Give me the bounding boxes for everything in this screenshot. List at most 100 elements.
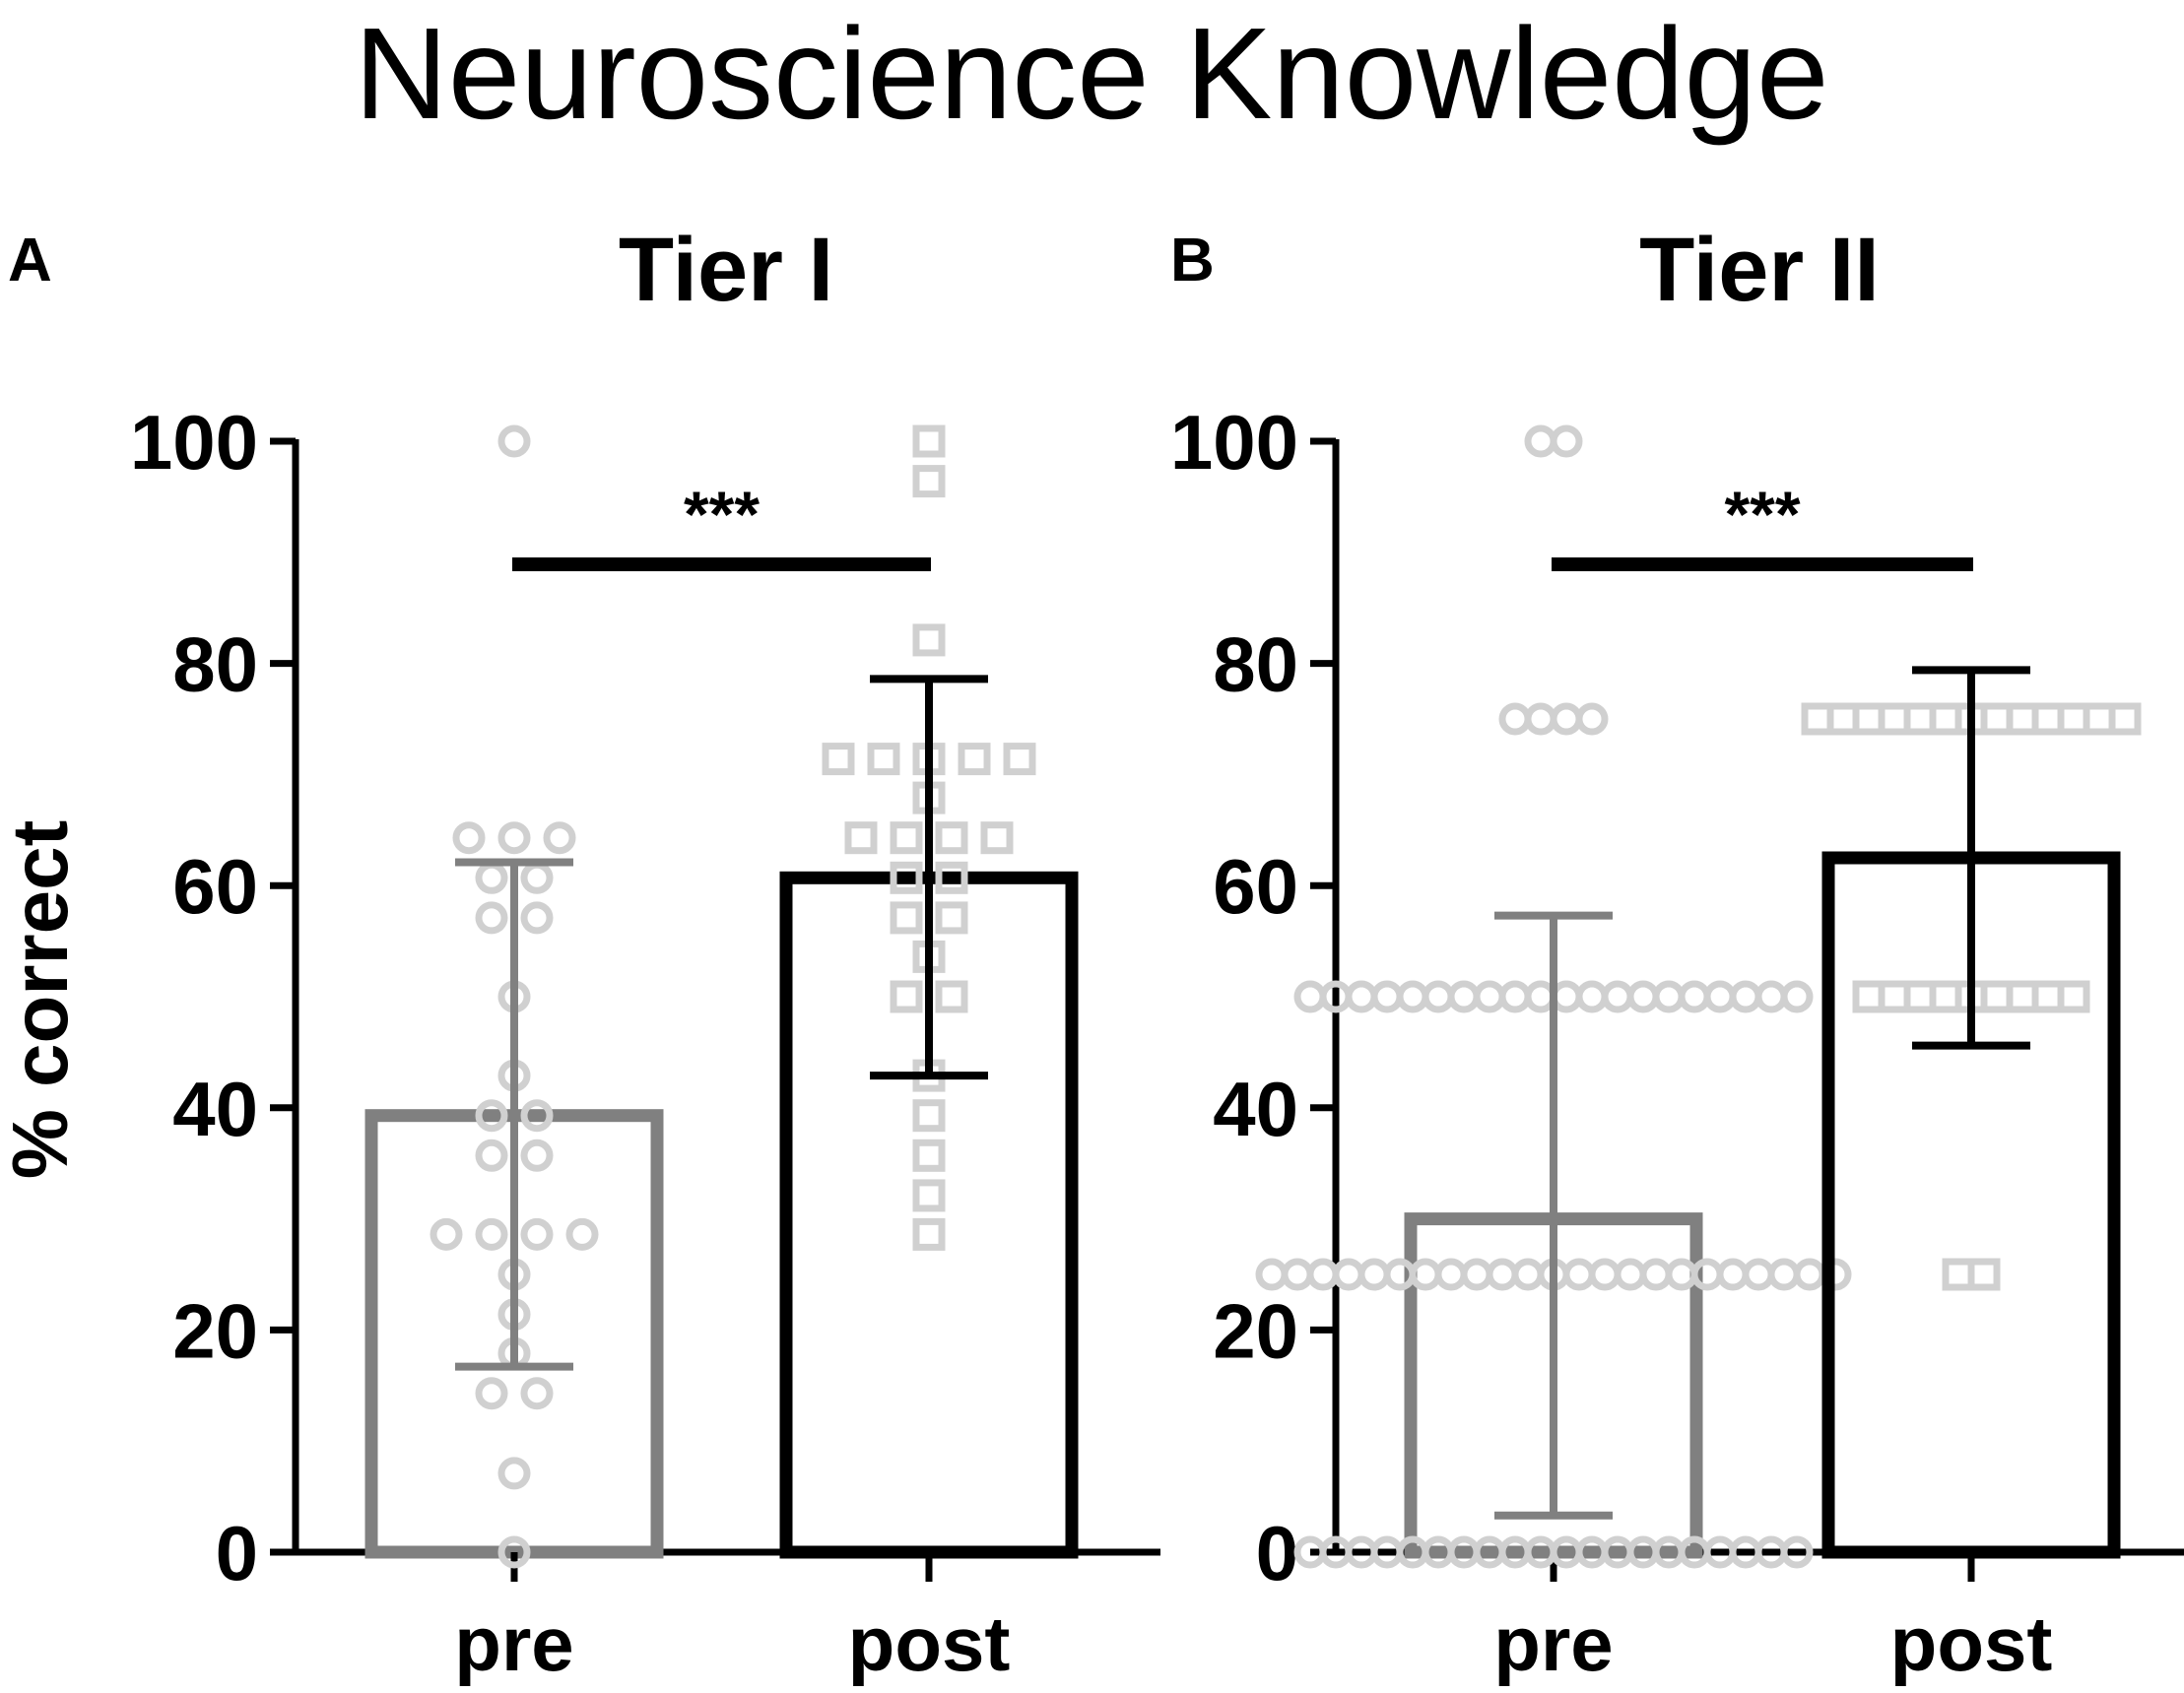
y-tick-label: 40: [1213, 1066, 1298, 1152]
data-point: [520, 1377, 554, 1410]
data-point: [1826, 702, 1860, 736]
data-point: [1473, 980, 1506, 1013]
data-point: [2006, 980, 2039, 1013]
data-point: [1903, 702, 1937, 736]
data-point: [497, 424, 531, 458]
data-point: [1498, 702, 1532, 736]
data-point: [1486, 1258, 1519, 1291]
data-point: [1903, 980, 1937, 1013]
data-point: [890, 980, 923, 1013]
data-point: [935, 980, 968, 1013]
data-point: [520, 901, 554, 935]
data-point: [890, 821, 923, 855]
data-point: [475, 1377, 508, 1410]
data-point: [1980, 980, 2014, 1013]
y-axis-label: % correct: [0, 820, 84, 1180]
data-point: [1281, 1258, 1314, 1291]
data-point: [2006, 702, 2039, 736]
data-point: [497, 1457, 531, 1490]
data-point: [2031, 702, 2065, 736]
data-point: [1550, 424, 1583, 458]
y-tick-label: 100: [1170, 399, 1298, 486]
data-point: [2031, 980, 2065, 1013]
data-point: [1575, 702, 1609, 736]
data-point: [1980, 702, 2014, 736]
data-point: [912, 465, 946, 498]
data-point: [497, 821, 531, 855]
data-point: [1332, 1258, 1365, 1291]
data-point: [1754, 980, 1788, 1013]
data-point: [1780, 1535, 1814, 1569]
data-point: [475, 1217, 508, 1251]
data-point: [520, 1217, 554, 1251]
data-point: [1929, 702, 1962, 736]
data-point: [1767, 1258, 1801, 1291]
data-point: [1742, 1258, 1775, 1291]
y-tick-label: 60: [1213, 843, 1298, 930]
figure-title: Neuroscience Knowledge: [355, 1, 1829, 146]
data-point: [1498, 980, 1532, 1013]
data-point: [1639, 1258, 1673, 1291]
data-point: [867, 743, 900, 776]
data-point: [1447, 980, 1481, 1013]
data-point: [822, 743, 855, 776]
data-point: [1801, 702, 1834, 736]
data-point: [1524, 702, 1557, 736]
significance-label: ***: [1724, 478, 1800, 551]
data-point: [1434, 1258, 1468, 1291]
data-point: [1929, 980, 1962, 1013]
data-point: [935, 861, 968, 894]
data-point: [520, 861, 554, 894]
y-tick-label: 80: [1213, 621, 1298, 708]
data-point: [1293, 980, 1327, 1013]
data-point: [1003, 743, 1036, 776]
y-tick-label: 20: [1213, 1287, 1298, 1374]
data-point: [2083, 702, 2116, 736]
data-point: [1652, 980, 1686, 1013]
data-point: [1780, 980, 1814, 1013]
data-point: [912, 1139, 946, 1172]
data-point: [1967, 1258, 2001, 1291]
data-point: [1878, 980, 1911, 1013]
data-point: [1460, 1258, 1493, 1291]
data-point: [912, 1179, 946, 1212]
data-point: [1306, 1258, 1340, 1291]
x-tick-label: pre: [1493, 1600, 1613, 1687]
data-point: [1255, 1258, 1289, 1291]
data-point: [1524, 424, 1557, 458]
y-tick-label: 100: [130, 399, 258, 486]
data-point: [475, 1139, 508, 1172]
data-point: [1575, 980, 1609, 1013]
data-point: [475, 861, 508, 894]
data-point: [912, 424, 946, 458]
panel-letter: A: [8, 227, 52, 294]
panel-title: Tier I: [619, 220, 833, 320]
data-point: [1852, 702, 1886, 736]
data-point: [1942, 1258, 1975, 1291]
data-point: [1716, 1258, 1750, 1291]
x-tick-label: post: [848, 1600, 1011, 1687]
data-point: [1793, 1258, 1826, 1291]
data-point: [2057, 702, 2090, 736]
data-point: [430, 1217, 463, 1251]
data-point: [1345, 980, 1378, 1013]
data-point: [1852, 980, 1886, 1013]
data-point: [912, 623, 946, 657]
data-point: [1614, 1258, 1647, 1291]
significance-label: ***: [684, 478, 760, 551]
data-point: [1396, 980, 1429, 1013]
data-point: [958, 743, 991, 776]
data-point: [1588, 1258, 1621, 1291]
data-point: [1550, 702, 1583, 736]
y-tick-label: 20: [172, 1287, 258, 1374]
panel-title: Tier II: [1639, 220, 1880, 320]
data-point: [912, 1099, 946, 1133]
data-point: [1703, 980, 1737, 1013]
data-point: [890, 901, 923, 935]
data-point: [2057, 980, 2090, 1013]
data-point: [935, 901, 968, 935]
data-point: [1729, 980, 1762, 1013]
data-point: [565, 1217, 599, 1251]
data-point: [1562, 1258, 1596, 1291]
